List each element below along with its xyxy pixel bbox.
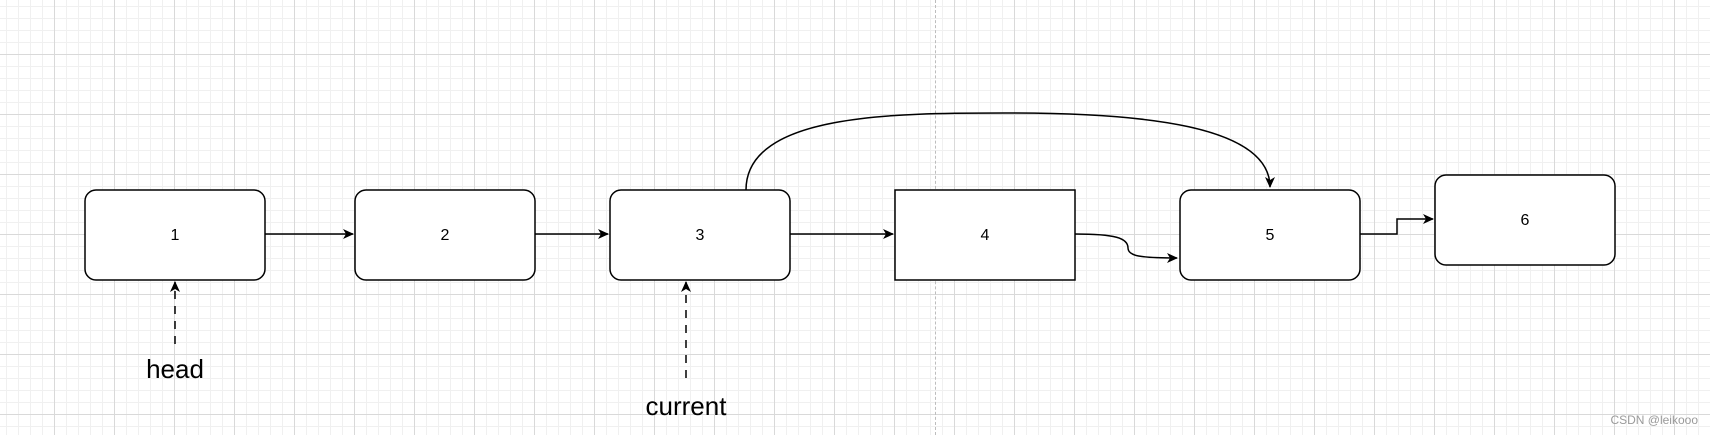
node-4-label: 4 xyxy=(981,227,990,244)
edge-3-to-5-arc[interactable] xyxy=(745,112,1275,191)
watermark: CSDN @leikooo xyxy=(1610,413,1698,427)
edge-4-to-5[interactable] xyxy=(1074,233,1178,263)
node-5-label: 5 xyxy=(1266,227,1275,244)
node-1[interactable]: 1 xyxy=(84,189,266,281)
node-3[interactable]: 3 xyxy=(609,189,791,281)
node-5[interactable]: 5 xyxy=(1179,189,1361,281)
node-6-label: 6 xyxy=(1521,212,1530,229)
node-2[interactable]: 2 xyxy=(354,189,536,281)
node-6[interactable]: 6 xyxy=(1434,174,1616,266)
node-4[interactable]: 4 xyxy=(894,189,1076,281)
node-3-label: 3 xyxy=(696,227,705,244)
pointer-current-label: current xyxy=(646,391,728,421)
edge-5-to-6[interactable] xyxy=(1360,214,1434,235)
node-1-label: 1 xyxy=(171,227,180,244)
node-2-label: 2 xyxy=(441,227,450,244)
pointer-head-label: head xyxy=(146,354,204,384)
